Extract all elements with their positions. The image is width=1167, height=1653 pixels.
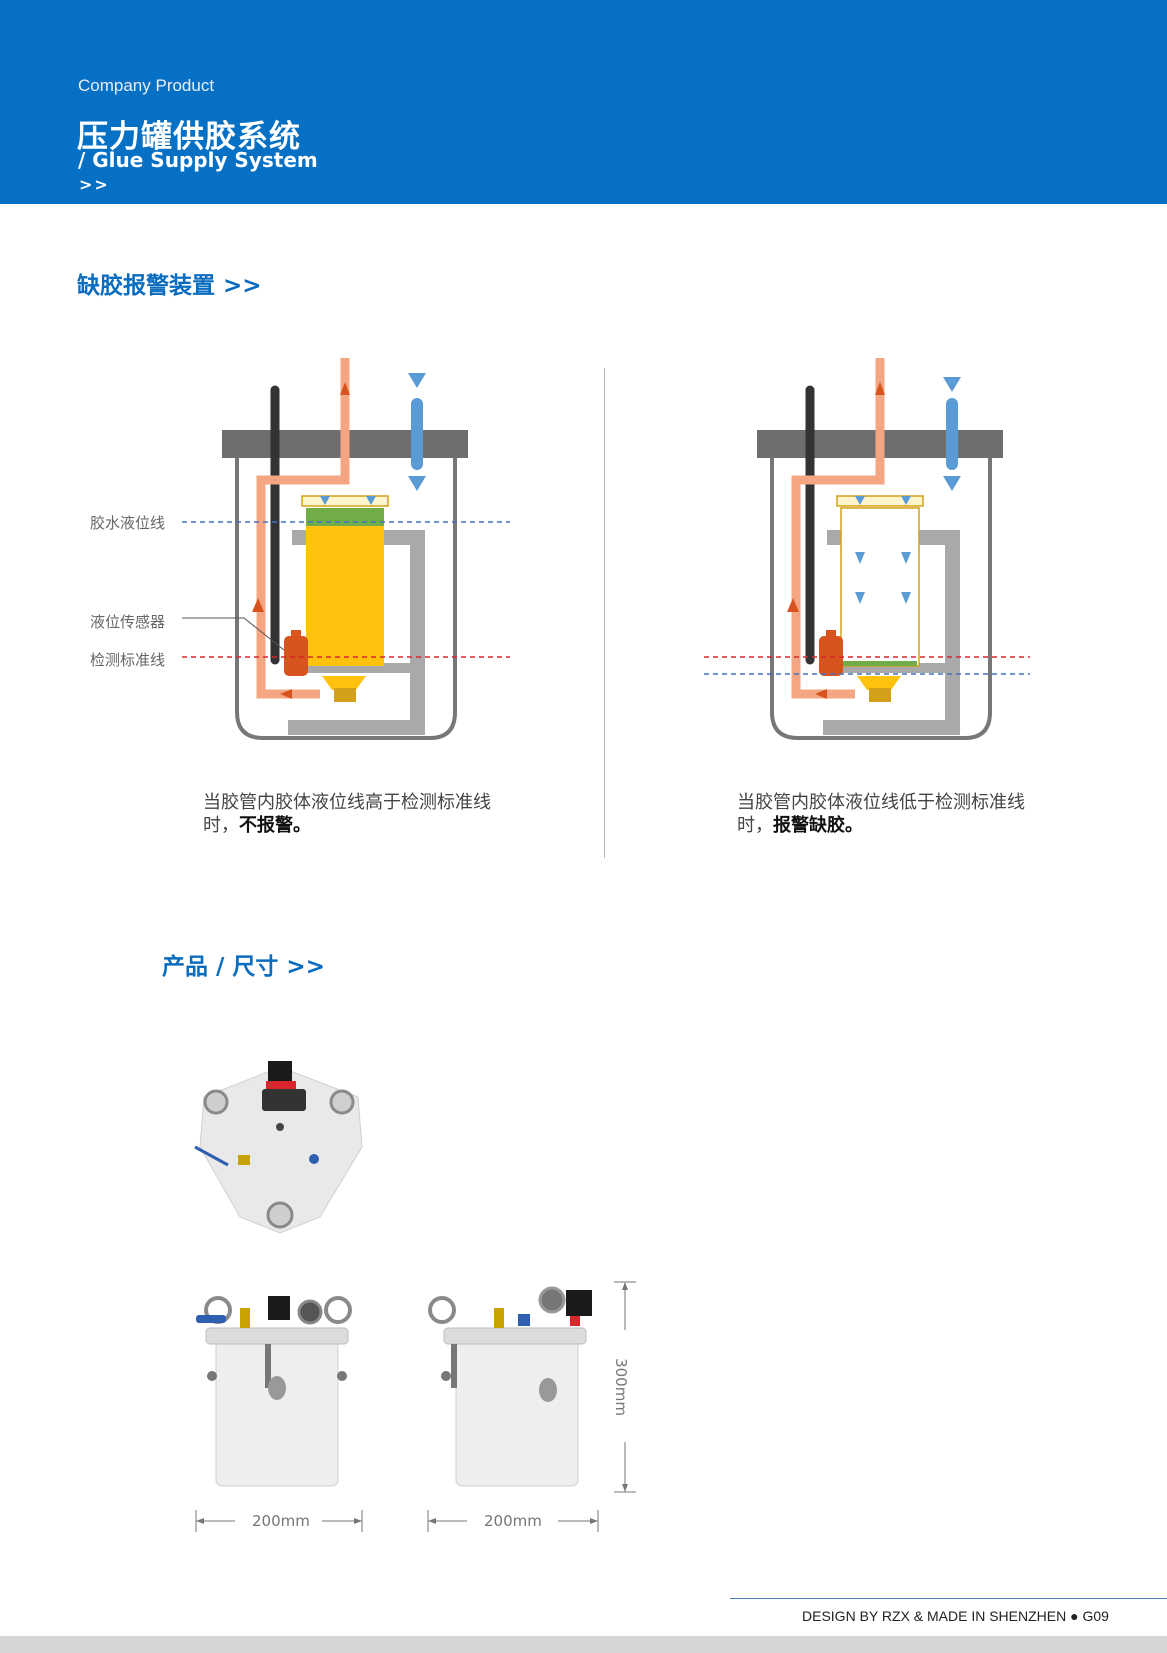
- tank-front-view-image: [196, 1296, 352, 1487]
- diagram-alarm: [704, 358, 1030, 740]
- header-arrows: >>: [79, 175, 110, 194]
- caption-alarm-text: 当胶管内胶体液位线低于检测标准线时，: [737, 792, 1025, 836]
- section-title-size: 产品 / 尺寸 >>: [162, 954, 325, 980]
- footer-credit: DESIGN BY RZX & MADE IN SHENZHEN ● G09: [802, 1608, 1109, 1624]
- tank-side-view-image: [428, 1286, 592, 1487]
- caption-alarm-bold: 报警缺胶。: [773, 815, 863, 836]
- label-sensor: 液位传感器: [90, 613, 166, 631]
- tank-top-view-image: [194, 1061, 363, 1234]
- label-glue-level: 胶水液位线: [90, 514, 166, 532]
- label-detect-line: 检测标准线: [90, 651, 166, 669]
- page-subtitle: / Glue Supply System: [78, 148, 318, 172]
- dimension-width-side: 200mm: [484, 1512, 542, 1530]
- caption-no-alarm-text: 当胶管内胶体液位线高于检测标准线时，: [203, 792, 491, 836]
- footer-rule: [730, 1598, 1167, 1599]
- caption-alarm: 当胶管内胶体液位线低于检测标准线时，报警缺胶。: [737, 791, 1037, 837]
- caption-no-alarm: 当胶管内胶体液位线高于检测标准线时，不报警。: [203, 791, 503, 837]
- header-banner: Company Product 压力罐供胶系统 / Glue Supply Sy…: [0, 0, 1167, 204]
- page-title: 压力罐供胶系统: [77, 119, 301, 155]
- bottom-bar: [0, 1636, 1167, 1653]
- section-title-alarm: 缺胶报警装置 >>: [77, 273, 262, 299]
- caption-no-alarm-bold: 不报警。: [239, 815, 311, 836]
- dimension-width-front: 200mm: [252, 1512, 310, 1530]
- column-divider: [604, 368, 605, 858]
- company-label: Company Product: [78, 76, 215, 95]
- dimension-height: 300mm: [611, 1358, 630, 1416]
- diagram-no-alarm: [182, 358, 510, 740]
